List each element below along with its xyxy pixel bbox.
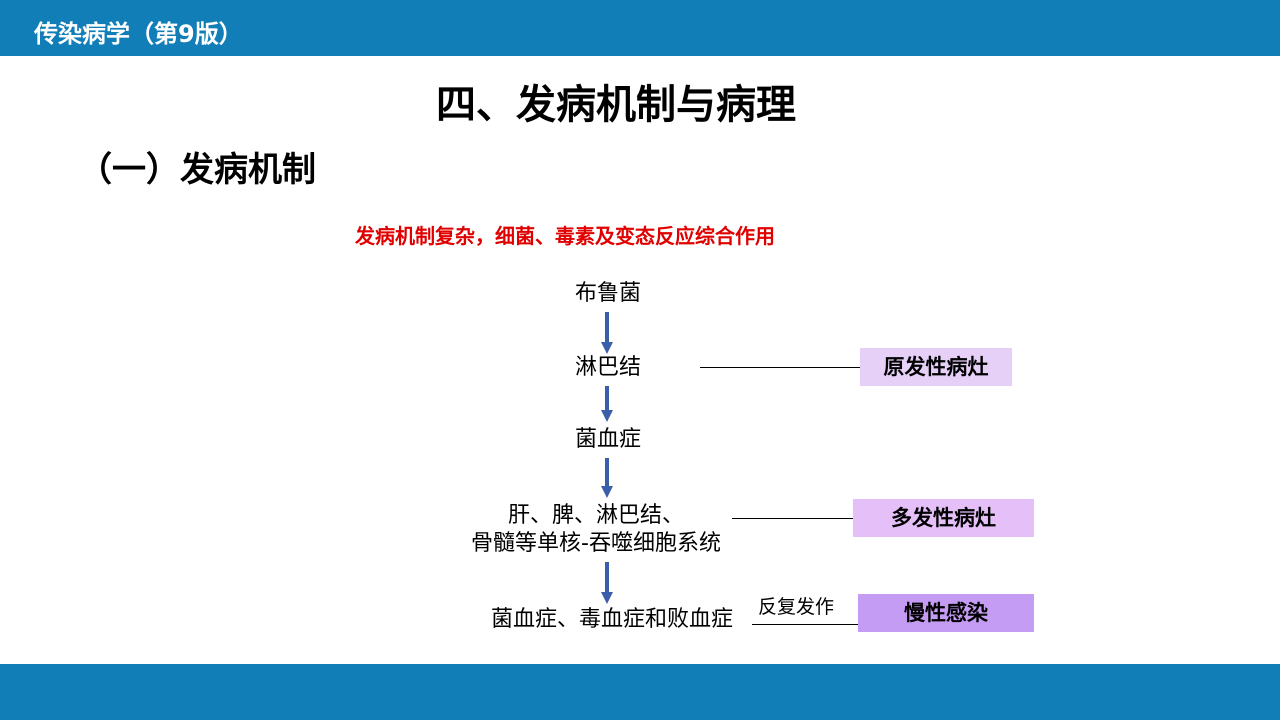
flow-node-mononuclear-system: 肝、脾、淋巴结、 骨髓等单核-吞噬细胞系统 [446,502,746,558]
down-arrow-icon [601,562,613,604]
section-heading: （一）发病机制 [78,150,316,190]
flow-node-label: 淋巴结 [574,355,641,380]
down-arrow-icon [601,312,613,354]
course-title: 传染病学（第9版） [34,20,243,48]
flow-node-septicemia: 菌血症、毒血症和败血症 [470,606,754,634]
relapse-label: 反复发作 [758,596,835,618]
connector-line [752,624,858,625]
connector-line [700,367,860,368]
bottom-bar [0,664,1280,720]
flow-node-bacteremia: 菌血症 [508,426,708,454]
flow-node-brucella: 布鲁菌 [508,280,708,308]
badge-chronic-infection: 慢性感染 [858,594,1034,632]
flow-node-label-line-1: 肝、脾、淋巴结、 [507,503,684,528]
flow-node-label: 菌血症、毒血症和败血症 [490,607,733,632]
flow-node-label: 菌血症 [574,427,641,452]
flow-node-label: 布鲁菌 [574,281,641,306]
slide-title: 四、发病机制与病理 [436,82,796,128]
top-bar: 传染病学（第9版） [0,0,1280,56]
down-arrow-icon [601,386,613,422]
badge-primary-lesion: 原发性病灶 [860,348,1012,386]
connector-line [732,518,854,519]
badge-multiple-lesions: 多发性病灶 [853,499,1034,537]
mechanism-summary: 发病机制复杂，细菌、毒素及变态反应综合作用 [355,224,775,248]
down-arrow-icon [601,458,613,498]
flow-node-lymph-node: 淋巴结 [508,354,708,382]
flow-node-label-line-2: 骨髓等单核-吞噬细胞系统 [471,531,721,556]
